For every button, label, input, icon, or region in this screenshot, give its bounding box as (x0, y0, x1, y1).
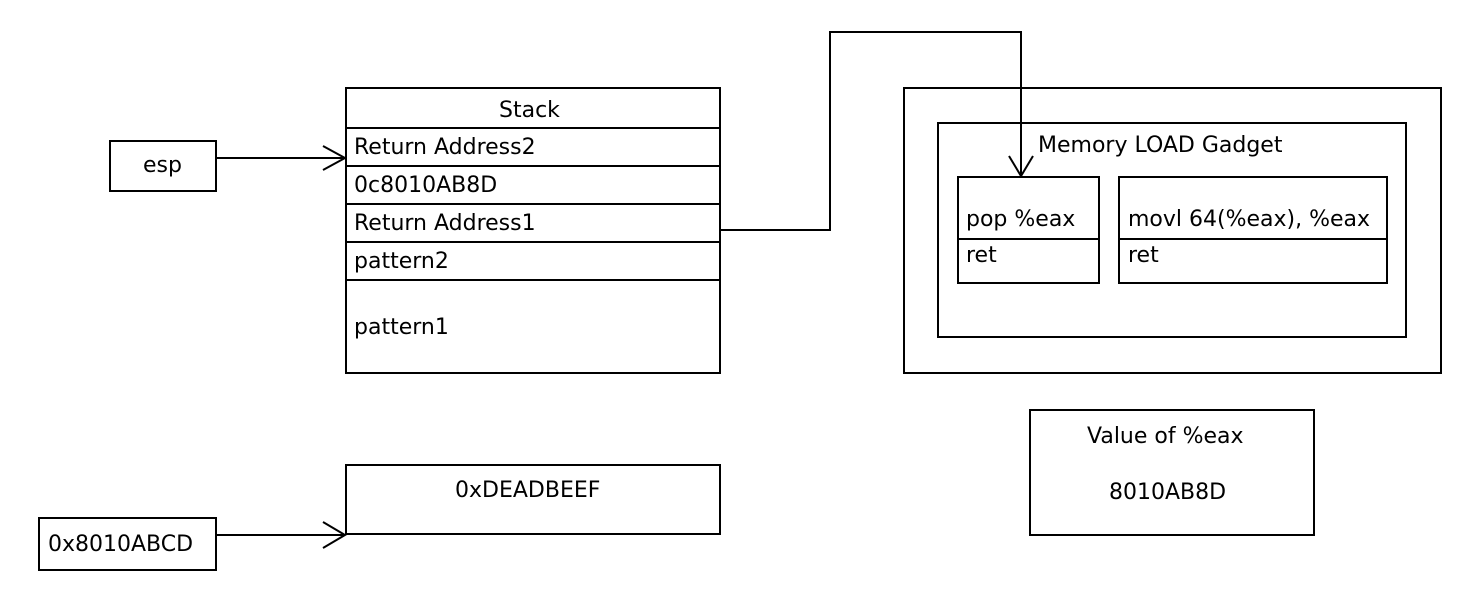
gadget-title: Memory LOAD Gadget (1038, 133, 1283, 158)
address-box: 0x8010ABCD (38, 517, 217, 571)
eax-title: Value of %eax (1087, 424, 1244, 449)
eax-value-box: Value of %eax 8010AB8D (1029, 409, 1315, 536)
stack-title: Stack (499, 98, 560, 123)
gadget-instruction-box: movl 64(%eax), %eax ret (1118, 176, 1388, 284)
gadget-ret: ret (966, 243, 997, 268)
memory-value: 0xDEADBEEF (455, 478, 601, 503)
esp-label: esp (143, 153, 182, 178)
address-arrow-head (322, 521, 347, 549)
stack-row-label: pattern1 (354, 315, 449, 340)
stack-row: pattern1 (347, 279, 719, 376)
gadget-instruction: movl 64(%eax), %eax (1128, 207, 1371, 232)
stack-box: Stack Return Address2 0c8010AB8D Return … (345, 87, 721, 374)
stack-row: 0c8010AB8D (347, 165, 719, 205)
gadget-instruction-box: pop %eax ret (957, 176, 1100, 284)
eax-value: 8010AB8D (1109, 480, 1227, 505)
stack-row-label: Return Address1 (354, 211, 536, 236)
esp-box: esp (109, 140, 217, 192)
gadget-ret: ret (1128, 243, 1159, 268)
gadget-instruction: pop %eax (966, 207, 1076, 232)
gadget-ret-row: ret (1120, 238, 1386, 286)
address-label: 0x8010ABCD (48, 532, 194, 557)
stack-row: Return Address2 (347, 127, 719, 167)
stack-row: pattern2 (347, 241, 719, 281)
return-address-arrow (721, 31, 1022, 231)
return-address-arrow-head (1008, 155, 1034, 178)
stack-row-label: Return Address2 (354, 135, 536, 160)
stack-row: Return Address1 (347, 203, 719, 243)
stack-row-label: 0c8010AB8D (354, 173, 498, 198)
memory-value-box: 0xDEADBEEF (345, 464, 721, 535)
stack-row-label: pattern2 (354, 249, 449, 274)
gadget-ret-row: ret (959, 238, 1098, 286)
esp-arrow-head (322, 145, 348, 171)
